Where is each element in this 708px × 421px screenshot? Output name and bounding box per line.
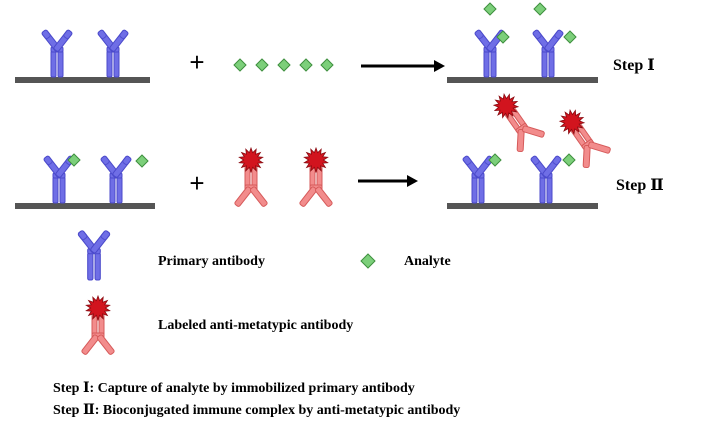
analyte-icon <box>320 58 334 72</box>
analyte-icon <box>299 58 313 72</box>
step-1-label: Step Ⅰ <box>613 57 655 74</box>
label-star-icon <box>558 108 586 136</box>
analyte-icon <box>483 2 497 16</box>
arrow-icon-step-2 <box>358 175 418 187</box>
legend-labeled-antibody-label: Labeled anti-metatypic antibody <box>158 318 354 333</box>
analyte-bound-icon <box>562 153 576 167</box>
surface-step-1-left <box>15 77 150 83</box>
legend-analyte-icon <box>360 253 376 269</box>
primary-antibody-icon <box>97 29 129 78</box>
primary-antibody-icon <box>462 155 494 204</box>
primary-antibody-icon <box>100 155 132 204</box>
legend-primary-antibody-label: Primary antibody <box>158 254 265 269</box>
legend-labeled-antibody-icon <box>81 294 115 355</box>
labeled-antibody-icon <box>234 146 268 207</box>
labeled-antibody-icon <box>299 146 333 207</box>
step-1-description: Step Ⅰ: Capture of analyte by immobilize… <box>53 381 415 396</box>
surface-step-2-left <box>15 203 155 209</box>
analyte-icon <box>277 58 291 72</box>
label-star-icon <box>303 146 329 174</box>
analyte-icon <box>233 58 247 72</box>
labeled-antibody-bound-icon <box>492 92 545 153</box>
primary-antibody-icon <box>530 155 562 204</box>
labeled-antibody-bound-icon <box>558 108 611 169</box>
surface-step-1-right <box>447 77 598 83</box>
primary-antibody-icon <box>532 29 564 78</box>
analyte-bound-icon <box>496 30 510 44</box>
analyte-icon <box>533 2 547 16</box>
plus-icon-step-2: + <box>189 168 204 198</box>
legend-primary-antibody-icon <box>77 230 111 281</box>
label-star-icon <box>238 146 264 174</box>
label-star-icon <box>492 92 520 120</box>
analyte-icon <box>255 58 269 72</box>
analyte-bound-icon <box>67 153 81 167</box>
surface-step-2-right <box>447 203 598 209</box>
step-2-description: Step Ⅱ: Bioconjugated immune complex by … <box>53 403 461 418</box>
legend-analyte-label: Analyte <box>404 254 451 269</box>
primary-antibody-icon <box>41 29 73 78</box>
analyte-bound-icon <box>563 30 577 44</box>
plus-icon-step-1: + <box>189 47 204 77</box>
arrow-icon-step-1 <box>361 60 445 72</box>
label-star-icon <box>85 294 111 322</box>
analyte-bound-icon <box>488 153 502 167</box>
analyte-bound-icon <box>135 154 149 168</box>
step-2-label: Step Ⅱ <box>616 177 664 194</box>
